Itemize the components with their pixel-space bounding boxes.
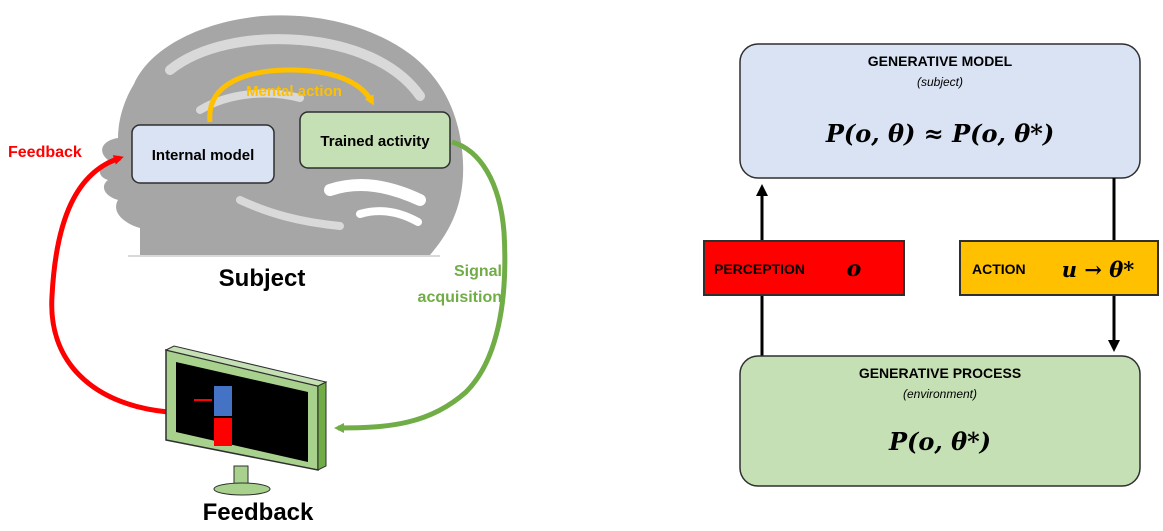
generative-process-box	[739, 355, 1141, 487]
subject-label: Subject	[219, 265, 306, 292]
trained-activity-label: Trained activity	[320, 133, 430, 150]
feedback-bottom-label: Feedback	[203, 499, 314, 526]
signal-label-line1: Signal	[454, 263, 502, 280]
monitor-red-bar	[214, 418, 232, 446]
generative-process-title: GENERATIVE PROCESS	[859, 365, 1021, 381]
generative-model-formula: P(o, θ) ≈ P(o, θ*)	[825, 119, 1054, 148]
generative-process-subtitle: (environment)	[903, 387, 977, 401]
signal-acquisition-arrow	[334, 139, 508, 433]
perception-symbol: o	[847, 256, 862, 282]
generative-model-subtitle: (subject)	[917, 75, 963, 89]
head-silhouette	[99, 15, 464, 255]
generative-model-box	[739, 43, 1141, 179]
trained-activity-box	[299, 111, 451, 169]
feedback-arrow	[49, 155, 169, 415]
monitor-screen	[176, 362, 308, 462]
action-label: ACTION	[972, 261, 1026, 277]
perception-label: PERCEPTION	[714, 261, 805, 277]
action-box	[959, 240, 1159, 296]
generative-process-formula: P(o, θ*)	[888, 427, 991, 456]
perception-box	[703, 240, 905, 296]
mental-action-label: Mental action	[246, 83, 342, 100]
internal-model-box	[131, 124, 275, 184]
monitor	[164, 345, 328, 496]
monitor-base	[213, 482, 271, 496]
monitor-blue-bar	[214, 386, 232, 416]
internal-model-label: Internal model	[152, 147, 255, 164]
generative-model-title: GENERATIVE MODEL	[868, 53, 1013, 69]
feedback-arrow-label: Feedback	[8, 144, 82, 161]
signal-label-line2: acquisition	[418, 289, 502, 306]
mental-action-arrow	[207, 67, 375, 123]
action-symbol: u → θ*	[1062, 257, 1134, 282]
